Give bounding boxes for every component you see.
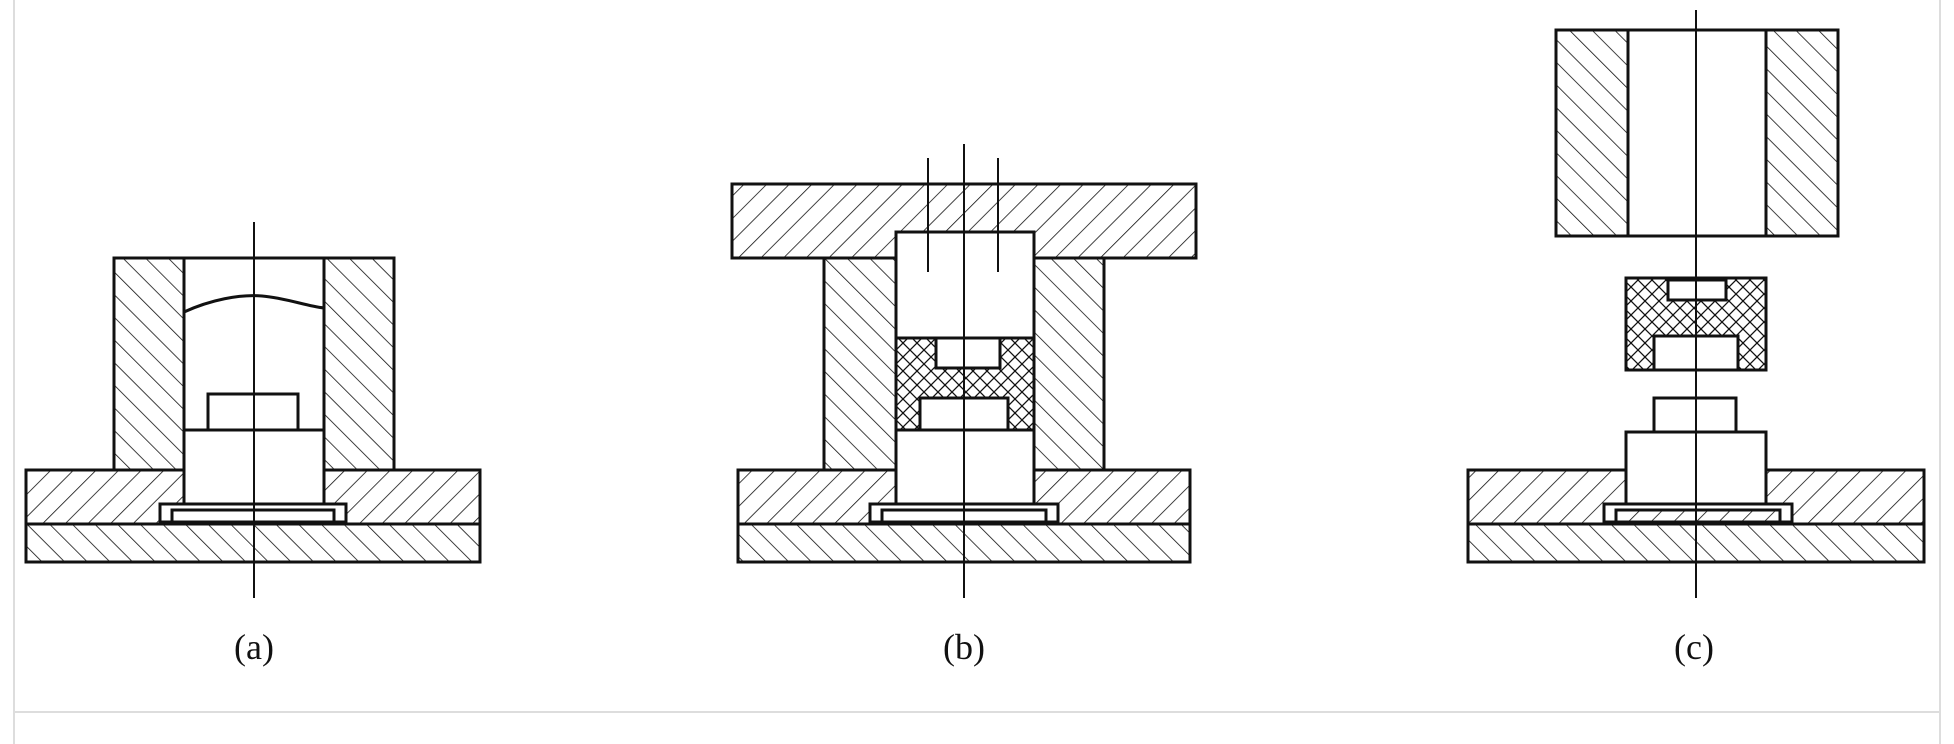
panel-b-drawing <box>730 144 1198 598</box>
frame <box>13 0 1941 744</box>
panel-c-drawing <box>1466 10 1926 598</box>
panel-b-right-wall <box>1032 256 1106 472</box>
caption-panel-a: (a) <box>234 627 274 667</box>
panel-a-left-wall <box>112 256 186 472</box>
caption-panel-c: (c) <box>1674 627 1714 667</box>
panel-a-drawing <box>24 222 482 598</box>
panel-b-left-wall <box>822 256 898 472</box>
panel-c-die-left <box>1554 28 1630 238</box>
panel-a-right-wall <box>322 256 396 472</box>
panel-c-die-right <box>1764 28 1840 238</box>
caption-panel-b: (b) <box>943 627 985 667</box>
